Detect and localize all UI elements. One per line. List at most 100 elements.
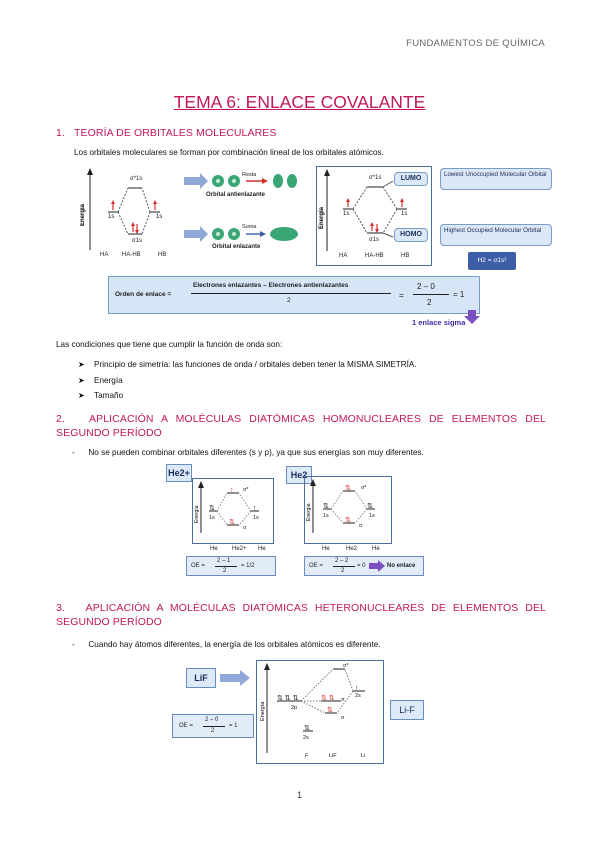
lif-diagram: Energía ⇅ ⇅ ⇅ ⇅ ⇅ ⇅ ↑ ⇅ σ* π σ 2p 2s 2s … xyxy=(256,660,384,764)
bullet-dash: - xyxy=(72,448,75,457)
molecule-he2plus: He2+ xyxy=(232,546,247,552)
suma-label: Suma xyxy=(242,224,257,230)
atom-he-right-2: He xyxy=(372,546,380,552)
oe-numerator-2: 2 – 2 xyxy=(335,558,349,564)
lif-tag: LiF xyxy=(186,668,216,688)
orbital-1s-he2plus-left: 1s xyxy=(209,515,215,521)
homo-lumo-svg: Energía xyxy=(319,169,407,251)
atom-hb-2: HB xyxy=(401,253,410,259)
oe-result-2: = 0 xyxy=(357,563,366,569)
atom-li: Li xyxy=(361,753,366,759)
he2-bond-order: OE = 2 – 2 2 = 0 No enlace xyxy=(304,556,424,576)
section-title: APLICACIÓN A MOLÉCULAS DIATÓMICAS HOMONU… xyxy=(56,413,546,439)
sigma-star-label-lif: σ* xyxy=(343,663,349,669)
condition-text: Energía xyxy=(94,376,123,385)
lif-svg: Energía ⇅ ⇅ ⇅ ⇅ ⇅ ⇅ ↑ ⇅ xyxy=(260,663,365,753)
mo-diagram-h2-svg: Energía xyxy=(80,168,160,250)
atom-he-left: He xyxy=(210,546,218,552)
section-title: APLICACIÓN A MOLÉCULAS DIATÓMICAS HETERO… xyxy=(56,602,546,628)
he2-tag: He2 xyxy=(286,466,312,484)
svg-text:Energía: Energía xyxy=(80,203,86,226)
svg-text:⇅: ⇅ xyxy=(345,517,351,524)
svg-text:Energía: Energía xyxy=(260,701,266,721)
svg-text:⇅: ⇅ xyxy=(229,519,235,526)
atom-ha-2: HA xyxy=(339,253,348,259)
he2plus-bond-order: OE = 2 – 1 2 = 1/2 xyxy=(186,556,276,576)
sigma-label-2: σ1s xyxy=(369,237,380,243)
bullet-arrow-icon: ➤ xyxy=(78,391,85,400)
molecule-hahb: HA-HB xyxy=(122,252,141,258)
condition-item: ➤ Tamaño xyxy=(78,391,123,400)
bonding-label: Orbital enlazante xyxy=(212,244,261,250)
orbital-1s-left: 1s xyxy=(108,214,115,220)
oe-label: OE = xyxy=(191,563,205,569)
orbital-2s: 2s xyxy=(303,735,309,741)
section-1-heading: 1. TEORÍA DE ORBITALES MOLECULARES xyxy=(56,126,277,140)
he2plus-svg: Energía ⇅ ↑ ↑ ⇅ xyxy=(194,481,259,533)
oe-label-2: OE = xyxy=(309,563,323,569)
atom-f: F xyxy=(305,753,309,759)
oe-denominator: 2 xyxy=(223,568,227,574)
section-title: TEORÍA DE ORBITALES MOLECULARES xyxy=(74,127,277,139)
orbital-combination-figure: Resta Orbital antienlazante Suma Orbital… xyxy=(182,172,310,252)
sigma-star-label-he2plus: σ* xyxy=(243,487,249,493)
sigma-label-he2plus: σ xyxy=(243,525,247,531)
svg-text:↑: ↑ xyxy=(230,487,234,494)
homo-badge: HOMO xyxy=(394,228,428,242)
oe-denominator-3: 2 xyxy=(211,728,215,734)
resta-label: Resta xyxy=(242,172,257,178)
fraction-bar xyxy=(191,293,391,294)
oe-fraction-bar xyxy=(215,566,237,567)
sigma-label: σ1s xyxy=(132,238,143,244)
svg-text:↑: ↑ xyxy=(253,505,257,512)
homo-lumo-diagram: Energía σ*1s σ1s 1s 1s HA HA-HB HB xyxy=(316,166,432,266)
section-number: 2. xyxy=(56,413,65,425)
svg-text:⇅: ⇅ xyxy=(327,707,333,714)
svg-text:↑: ↑ xyxy=(355,685,359,692)
orbital-1s-he2plus-right: 1s xyxy=(253,515,259,521)
condition-item: ➤Energía xyxy=(78,376,123,385)
oe-result: = 1/2 xyxy=(241,563,255,569)
orbital-1s-a: 1s xyxy=(343,211,350,217)
sec2-bullet: - No se pueden combinar orbitales difere… xyxy=(72,448,424,457)
lumo-description: Lowest Unoccupied Molecular Orbital xyxy=(440,168,552,190)
oe-numerator: 2 – 1 xyxy=(217,558,231,564)
condition-text: Tamaño xyxy=(94,391,124,400)
sec2-bullet-text: No se pueden combinar orbitales diferent… xyxy=(88,448,424,457)
intro-paragraph: Los orbitales moleculares se forman por … xyxy=(74,148,384,157)
atom-he-right: He xyxy=(258,546,266,552)
svg-text:Energía: Energía xyxy=(319,206,325,229)
bullet-arrow-icon: ➤ xyxy=(78,360,85,369)
sigma-label-lif: σ xyxy=(341,715,345,721)
bond-order-denominator-2: 2 xyxy=(427,298,432,307)
orbital-2p: 2p xyxy=(291,705,298,711)
section-2-heading: 2. APLICACIÓN A MOLÉCULAS DIATÓMICAS HOM… xyxy=(56,412,546,440)
molecule-hahb-2: HA-HB xyxy=(365,253,384,259)
lumo-badge: LUMO xyxy=(394,172,428,186)
mo-diagram-h2: Energía σ*1s σ1s 1s 1s HA HA-HB HB xyxy=(80,166,180,260)
condition-item: ➤Principio de simetría: las funciones de… xyxy=(78,360,417,369)
sigma-star-label-2: σ*1s xyxy=(369,175,382,181)
he2-diagram: Energía ⇅ ⇅ ⇅ ⇅ σ* σ 1s 1s xyxy=(304,476,392,544)
atom-ha: HA xyxy=(100,252,109,258)
oe-fraction-bar-3 xyxy=(203,726,225,727)
bond-order-label: Orden de enlace = xyxy=(115,291,172,298)
sigma-label-he2: σ xyxy=(359,523,363,529)
oe-numerator-3: 2 – 0 xyxy=(205,717,219,723)
he2plus-diagram: Energía ⇅ ↑ ↑ ⇅ σ* σ 1s 1s xyxy=(192,478,274,544)
molecule-lif: LiF xyxy=(329,753,337,759)
svg-text:Energía: Energía xyxy=(306,503,312,521)
right-arrow-icon xyxy=(369,560,385,572)
orbital-1s-he2-left: 1s xyxy=(323,513,329,519)
oe-fraction-bar-2 xyxy=(333,566,355,567)
lif-bond-order: OE = 2 – 0 2 = 1 xyxy=(172,714,254,738)
bond-order-denominator: 2 xyxy=(287,297,291,304)
svg-text:⇅: ⇅ xyxy=(345,485,351,492)
fraction-bar-2 xyxy=(413,294,449,295)
antibonding-label: Orbital antienlazante xyxy=(206,192,266,198)
sigma-star-label-he2: σ* xyxy=(361,485,367,491)
bond-order-box: Orden de enlace = Electrones enlazantes … xyxy=(108,276,480,314)
sigma-star-label: σ*1s xyxy=(130,176,143,182)
sec3-bullet: - Cuando hay átomos diferentes, la energ… xyxy=(72,640,381,649)
molecule-he2: He2 xyxy=(346,546,358,552)
